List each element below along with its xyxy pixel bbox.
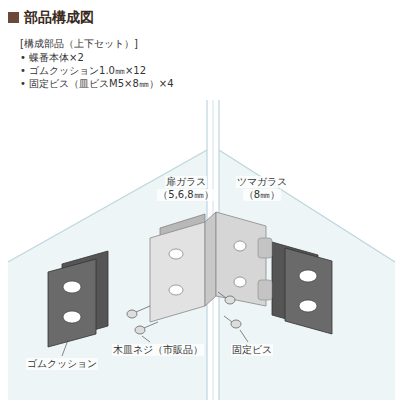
dimension: （8㎜）: [243, 189, 281, 201]
fixing-screw: [218, 292, 241, 328]
diagram-title: 部品構成図: [24, 9, 94, 26]
parts-list-item: • 蝶番本体×2: [20, 52, 84, 64]
door-glass: [8, 150, 207, 400]
part-name: 固定ビス: [231, 344, 273, 356]
part-name: ツマガラス: [236, 176, 288, 188]
parts-list-item: • ゴムクッション1.0㎜×12: [20, 65, 146, 77]
leader-line: [142, 336, 150, 342]
wood-screw: [127, 306, 158, 334]
part-name: 木皿ネジ（市販品）: [112, 344, 204, 356]
dimension: （5,6,8㎜）: [157, 189, 214, 201]
part-name: 扉ガラス: [165, 176, 207, 188]
parts-heading: [構成部品（上下セット）]: [20, 38, 138, 50]
rubber-cushion: [48, 251, 108, 347]
parts-list-item: • 固定ビス（皿ビスM5×8㎜）×4: [20, 78, 174, 90]
title-square: [8, 12, 19, 23]
hinge-body: [150, 212, 272, 322]
part-name: ゴムクッション: [26, 358, 98, 370]
rubber-cushion: [272, 242, 332, 334]
leader-line: [240, 330, 248, 342]
leader-line: [62, 340, 68, 356]
glass-edge: [219, 150, 395, 262]
